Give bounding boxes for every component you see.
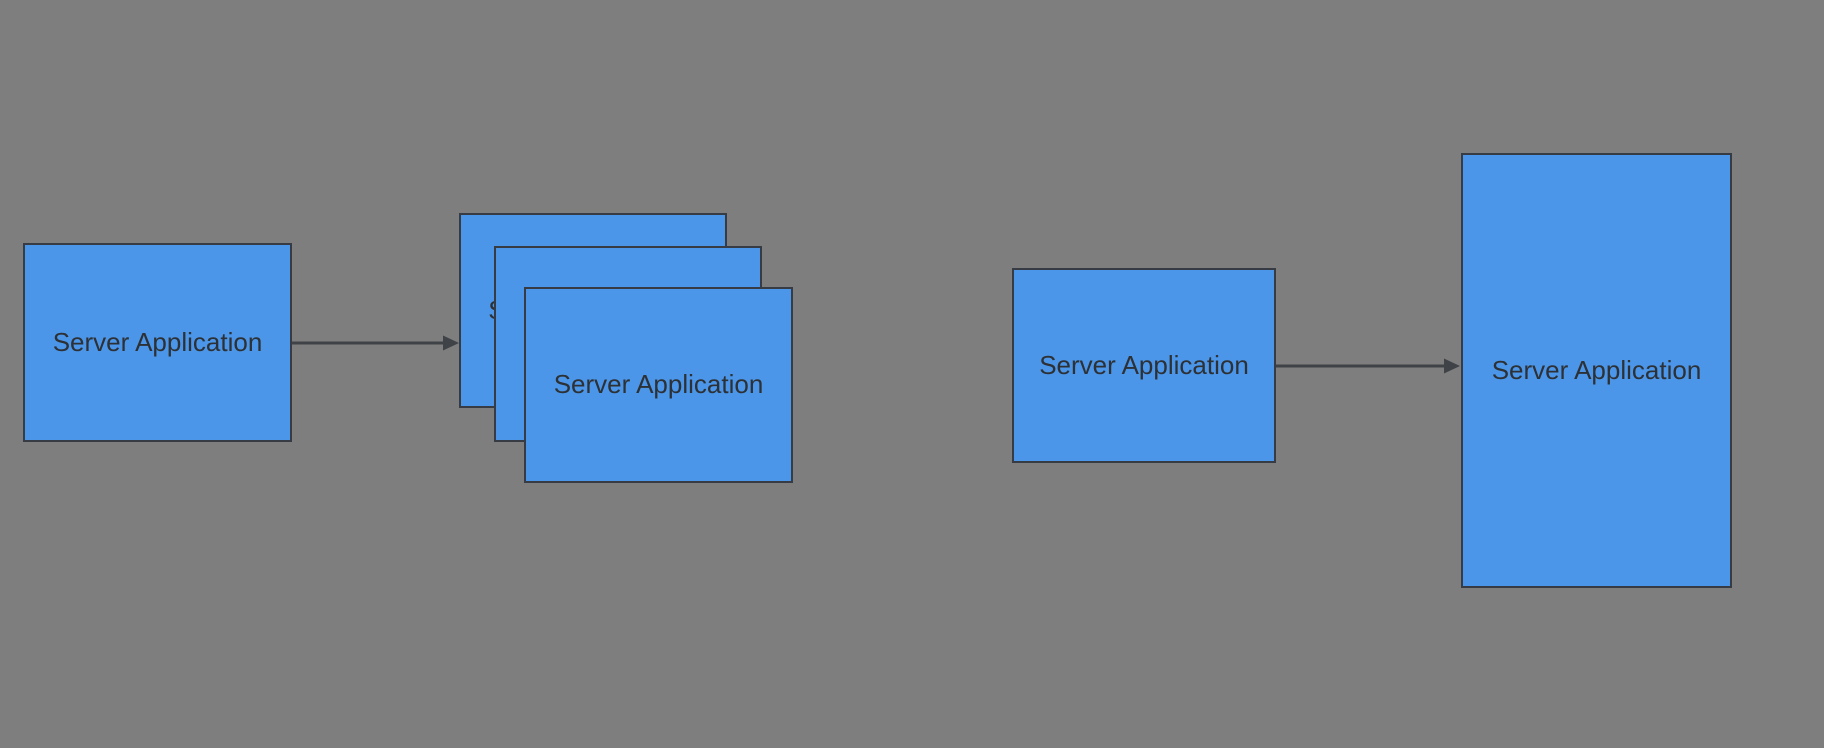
node-server-application-scaled-up: Server Application bbox=[1461, 153, 1732, 588]
node-label: Server Application bbox=[553, 369, 764, 400]
node-server-application-right: Server Application bbox=[1012, 268, 1276, 463]
arrow-right-to-scaled-head bbox=[1444, 358, 1460, 374]
arrow-left-to-stack bbox=[292, 335, 459, 351]
node-server-application-left: Server Application bbox=[23, 243, 292, 442]
node-label: Server Application bbox=[1039, 349, 1249, 380]
node-server-application-stack-front: Server Application bbox=[524, 287, 793, 483]
arrow-right-to-scaled bbox=[1276, 358, 1460, 374]
arrow-left-to-stack-head bbox=[443, 335, 459, 351]
node-label: Server Application bbox=[52, 326, 263, 357]
node-label: Server Application bbox=[1491, 354, 1702, 385]
